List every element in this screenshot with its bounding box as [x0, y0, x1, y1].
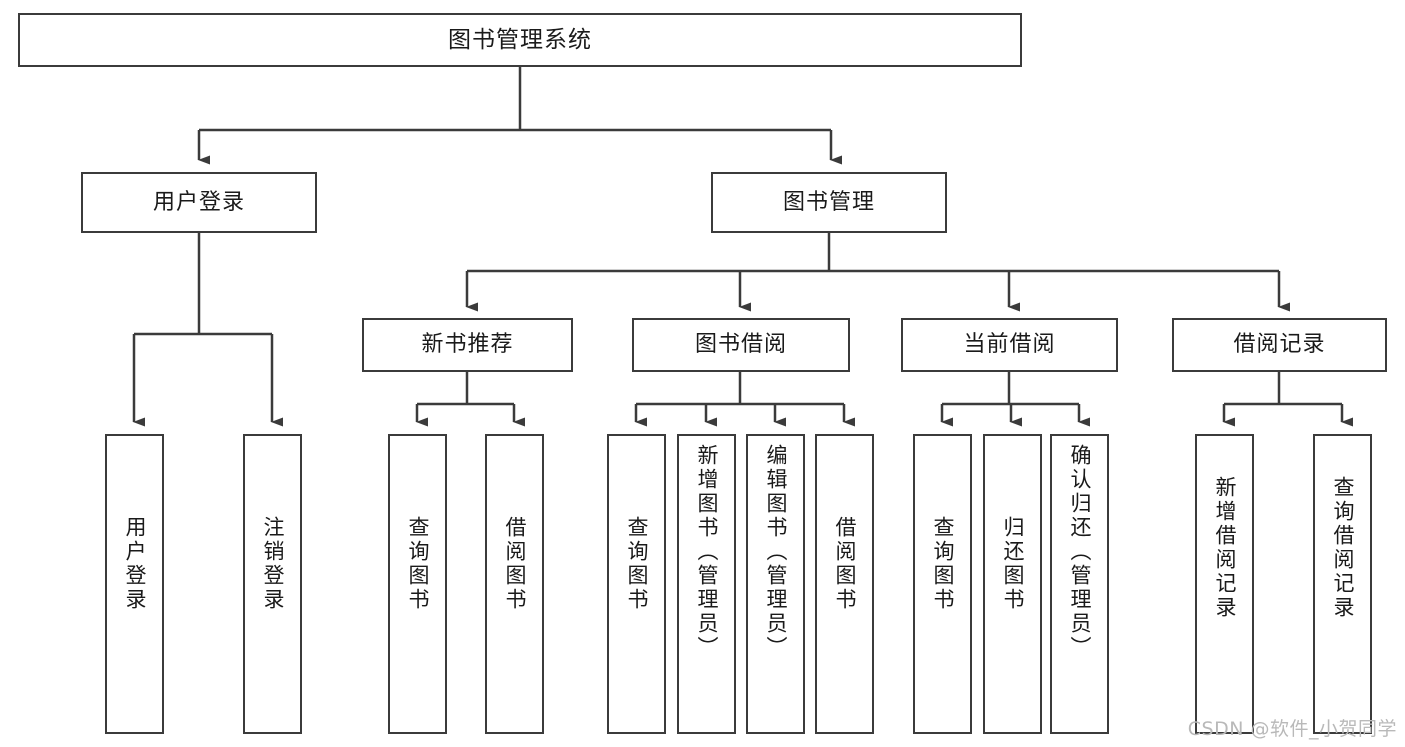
node-label: 查询图书: [625, 516, 649, 612]
node-label: 图书借阅: [694, 332, 787, 357]
node-label: 借阅图书: [833, 516, 857, 612]
leaf-query-book-current[interactable]: 查询图书: [913, 434, 972, 734]
node-label: 查询图书: [931, 516, 955, 612]
node-label: 图书管理系统: [448, 26, 592, 53]
node-label: 新增借阅记录: [1213, 476, 1237, 620]
node-current-borrow[interactable]: 当前借阅: [901, 318, 1118, 372]
node-label: 注销登录: [261, 516, 285, 612]
leaf-add-book[interactable]: 新增图书（管理员）: [677, 434, 736, 734]
node-borrow-record[interactable]: 借阅记录: [1172, 318, 1387, 372]
node-user-login[interactable]: 用户登录: [81, 172, 317, 233]
node-label: 当前借阅: [963, 332, 1056, 357]
node-book-manage[interactable]: 图书管理: [711, 172, 947, 233]
node-label: 新增图书（管理员）: [695, 444, 719, 660]
leaf-query-book-borrow[interactable]: 查询图书: [607, 434, 666, 734]
leaf-return-book[interactable]: 归还图书: [983, 434, 1042, 734]
node-label: 图书管理: [782, 189, 875, 215]
node-book-borrow[interactable]: 图书借阅: [632, 318, 850, 372]
leaf-confirm-return[interactable]: 确认归还（管理员）: [1050, 434, 1109, 734]
leaf-user-logout[interactable]: 注销登录: [243, 434, 302, 734]
node-label: 归还图书: [1001, 516, 1025, 612]
node-label: 查询借阅记录: [1331, 476, 1355, 620]
leaf-borrow-book-recommend[interactable]: 借阅图书: [485, 434, 544, 734]
leaf-query-borrow-record[interactable]: 查询借阅记录: [1313, 434, 1372, 734]
node-label: 借阅记录: [1233, 332, 1326, 357]
node-root-system[interactable]: 图书管理系统: [18, 13, 1022, 67]
node-label: 编辑图书（管理员）: [764, 444, 788, 660]
leaf-borrow-book[interactable]: 借阅图书: [815, 434, 874, 734]
leaf-edit-book[interactable]: 编辑图书（管理员）: [746, 434, 805, 734]
node-new-book-recommend[interactable]: 新书推荐: [362, 318, 573, 372]
leaf-add-borrow-record[interactable]: 新增借阅记录: [1195, 434, 1254, 734]
node-label: 用户登录: [152, 189, 245, 215]
node-label: 确认归还（管理员）: [1068, 444, 1092, 660]
node-label: 新书推荐: [421, 332, 514, 357]
node-label: 用户登录: [123, 516, 147, 612]
node-label: 查询图书: [406, 516, 430, 612]
node-label: 借阅图书: [503, 516, 527, 612]
leaf-query-book-recommend[interactable]: 查询图书: [388, 434, 447, 734]
leaf-user-login[interactable]: 用户登录: [105, 434, 164, 734]
